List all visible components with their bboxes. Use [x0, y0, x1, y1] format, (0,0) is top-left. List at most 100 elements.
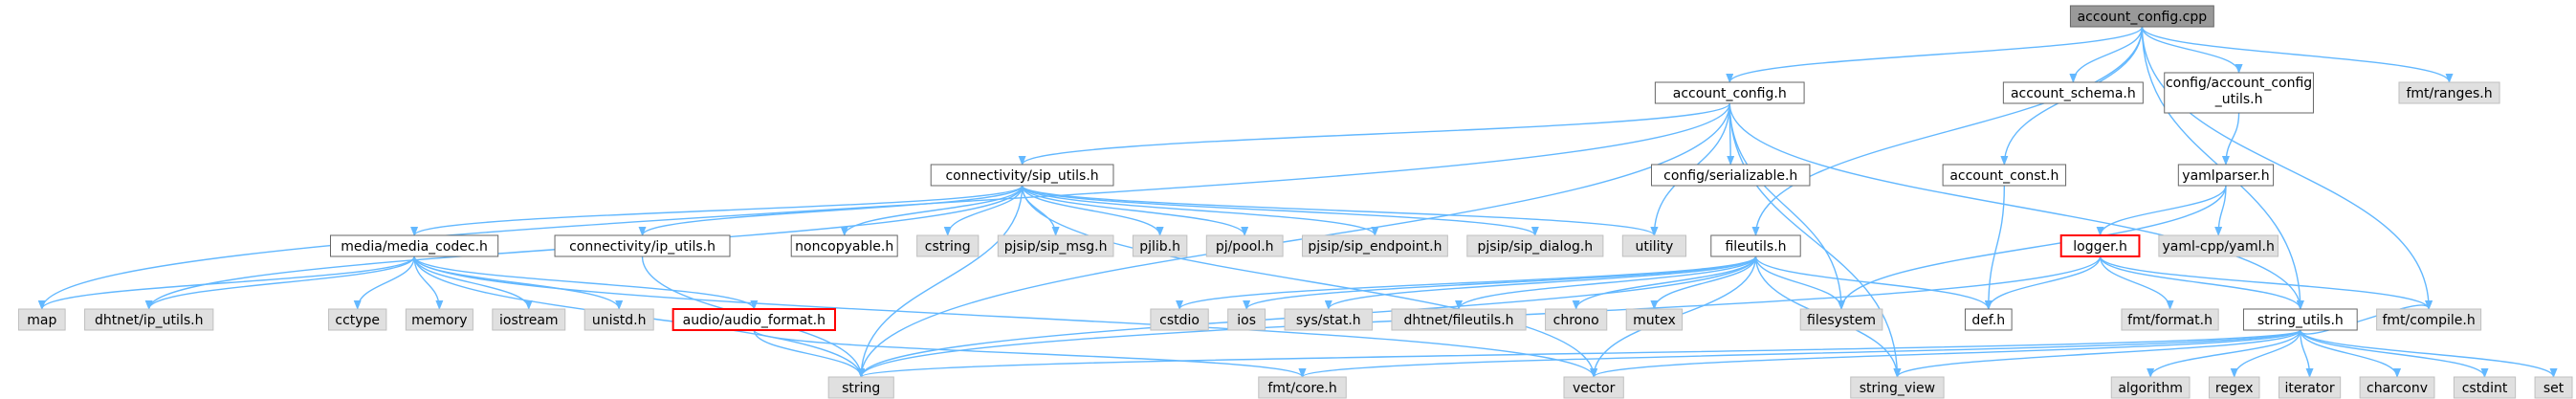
- node-map[interactable]: map: [17, 308, 66, 331]
- node-box: [2164, 72, 2314, 114]
- node-connectivity-ip-utils-h[interactable]: connectivity/ip_utils.h: [554, 234, 731, 257]
- node-label: audio/audio_format.h: [683, 313, 826, 328]
- node-label: yamlparser.h: [2182, 168, 2269, 184]
- node-account-config-cpp[interactable]: account_config.cpp: [2069, 5, 2214, 28]
- node-chrono[interactable]: chrono: [1545, 308, 1608, 331]
- node-label: cctype: [335, 313, 380, 328]
- node-label: vector: [1573, 381, 1616, 396]
- node-yamlparser-h[interactable]: yamlparser.h: [2177, 164, 2275, 187]
- node-label: cstdio: [1159, 313, 1200, 328]
- node-account-schema-h[interactable]: account_schema.h: [2002, 81, 2144, 104]
- edge-logger_h-to-fmt_compile_h: [2099, 255, 2433, 310]
- edge-fileutils_h-to-mutex: [1650, 255, 1757, 310]
- node-box: [1132, 234, 1188, 257]
- node-filesystem[interactable]: filesystem: [1799, 308, 1883, 331]
- edge-yamlparser_h-to-filesystem: [1838, 185, 2227, 310]
- edge-string_utils_h-to-cstdint: [2300, 329, 2489, 378]
- node-box: [1205, 234, 1284, 257]
- edge-connectivity_sip_utils_h-to-connectivity_ip_utils_h: [638, 185, 1024, 236]
- node-pjsip-sip-dialog-h[interactable]: pjsip/sip_dialog.h: [1466, 234, 1604, 257]
- node-label: filesystem: [1807, 313, 1876, 328]
- node-box: [1942, 164, 2067, 187]
- node-sys-stat-h[interactable]: sys/stat.h: [1284, 308, 1374, 331]
- node-label: account_const.h: [1949, 168, 2059, 184]
- node-account-const-h[interactable]: account_const.h: [1942, 164, 2067, 187]
- node-label: string: [842, 381, 880, 396]
- node-cstdint[interactable]: cstdint: [2453, 376, 2517, 399]
- edge-string_utils_h-to-vector: [1590, 329, 2301, 378]
- edge-connectivity_sip_utils_h-to-utility: [1021, 185, 1659, 236]
- node-fmt-core-h[interactable]: fmt/core.h: [1258, 376, 1347, 399]
- node-label: config/serializable.h: [1663, 168, 1797, 184]
- node-box: [790, 234, 898, 257]
- node-box: [2359, 376, 2435, 399]
- node-connectivity-sip-utils-h[interactable]: connectivity/sip_utils.h: [930, 164, 1114, 187]
- node-fmt-format-h[interactable]: fmt/format.h: [2121, 308, 2219, 331]
- node-iostream[interactable]: iostream: [492, 308, 566, 331]
- edge-audio_audio_format_h-to-fmt_core_h: [753, 329, 1307, 378]
- node-box: [1964, 308, 2013, 331]
- node-label: fmt/format.h: [2127, 313, 2213, 328]
- edge-connectivity_sip_utils_h-to-vector: [1021, 185, 1598, 378]
- node-dhtnet-ip-utils-h[interactable]: dhtnet/ip_utils.h: [84, 308, 214, 331]
- node-memory[interactable]: memory: [405, 308, 473, 331]
- node-charconv[interactable]: charconv: [2359, 376, 2435, 399]
- node-box: [1621, 234, 1686, 257]
- node-ios[interactable]: ios: [1227, 308, 1266, 331]
- node-algorithm[interactable]: algorithm: [2110, 376, 2191, 399]
- node-pjsip-sip-endpoint-h[interactable]: pjsip/sip_endpoint.h: [1302, 234, 1448, 257]
- node-noncopyable-h[interactable]: noncopyable.h: [790, 234, 898, 257]
- edge-audio_audio_format_h-to-string: [753, 329, 866, 378]
- node-regex[interactable]: regex: [2208, 376, 2260, 399]
- node-box: [2158, 234, 2279, 257]
- node-set[interactable]: set: [2534, 376, 2573, 399]
- node-account-config-h[interactable]: account_config.h: [1654, 81, 1805, 104]
- edge-yamlparser_h-to-yaml_cpp_yaml_h: [2214, 185, 2227, 236]
- node-audio-audio-format-h[interactable]: audio/audio_format.h: [672, 308, 836, 331]
- node-config-account-config-utils-h[interactable]: config/account_config_utils.h: [2164, 72, 2314, 114]
- node-cstring[interactable]: cstring: [916, 234, 980, 257]
- edge-media_media_codec_h-to-dhtnet_ip_utils_h: [144, 255, 415, 310]
- edge-account_config_cpp-to-config_account_config_utils_h: [2141, 26, 2243, 74]
- node-pjlib-h[interactable]: pjlib.h: [1132, 234, 1188, 257]
- node-cctype[interactable]: cctype: [328, 308, 387, 331]
- node-config-serializable-h[interactable]: config/serializable.h: [1650, 164, 1811, 187]
- node-fmt-ranges-h[interactable]: fmt/ranges.h: [2398, 81, 2500, 104]
- node-label: connectivity/sip_utils.h: [945, 168, 1098, 184]
- node-utility[interactable]: utility: [1621, 234, 1686, 257]
- node-string-view[interactable]: string_view: [1850, 376, 1945, 399]
- node-label: memory: [411, 313, 468, 328]
- edge-account_config_h-to-string_utils_h: [1728, 102, 2304, 310]
- node-cstdio[interactable]: cstdio: [1150, 308, 1209, 331]
- node-label: account_config.cpp: [2078, 10, 2208, 25]
- node-label: pj/pool.h: [1216, 239, 1274, 255]
- node-mutex[interactable]: mutex: [1625, 308, 1684, 331]
- node-fmt-compile-h[interactable]: fmt/compile.h: [2376, 308, 2482, 331]
- node-label: fmt/ranges.h: [2406, 86, 2492, 101]
- edge-connectivity_sip_utils_h-to-noncopyable_h: [840, 185, 1024, 236]
- node-pj-pool-h[interactable]: pj/pool.h: [1205, 234, 1284, 257]
- node-def-h[interactable]: def.h: [1964, 308, 2013, 331]
- node-vector[interactable]: vector: [1563, 376, 1624, 399]
- node-media-media-codec-h[interactable]: media/media_codec.h: [329, 234, 499, 257]
- edge-account_const_h-to-def_h: [1984, 185, 2006, 310]
- node-label: iostream: [499, 313, 559, 328]
- node-fileutils-h[interactable]: fileutils.h: [1710, 234, 1801, 257]
- node-label: algorithm: [2118, 381, 2183, 396]
- edge-fileutils_h-to-filesystem: [1754, 255, 1845, 310]
- edge-account_config_cpp-to-fmt_compile_h: [2141, 26, 2433, 310]
- edge-string_utils_h-to-algorithm: [2147, 329, 2301, 378]
- node-logger-h[interactable]: logger.h: [2059, 234, 2141, 257]
- edge-account_config_cpp-to-account_config_h: [1726, 26, 2144, 83]
- edge-logger_h-to-fmt_format_h: [2099, 255, 2174, 310]
- node-box: [2002, 81, 2144, 104]
- node-dhtnet-fileutils-h[interactable]: dhtnet/fileutils.h: [1391, 308, 1527, 331]
- node-unistd-h[interactable]: unistd.h: [583, 308, 654, 331]
- node-pjsip-sip-msg-h[interactable]: pjsip/sip_msg.h: [997, 234, 1114, 257]
- node-iterator[interactable]: iterator: [2278, 376, 2342, 399]
- node-label: logger.h: [2073, 239, 2127, 255]
- node-yaml-cpp-yaml-h[interactable]: yaml-cpp/yaml.h: [2158, 234, 2279, 257]
- node-string[interactable]: string: [827, 376, 894, 399]
- node-string-utils-h[interactable]: string_utils.h: [2242, 308, 2358, 331]
- node-box: [2110, 376, 2191, 399]
